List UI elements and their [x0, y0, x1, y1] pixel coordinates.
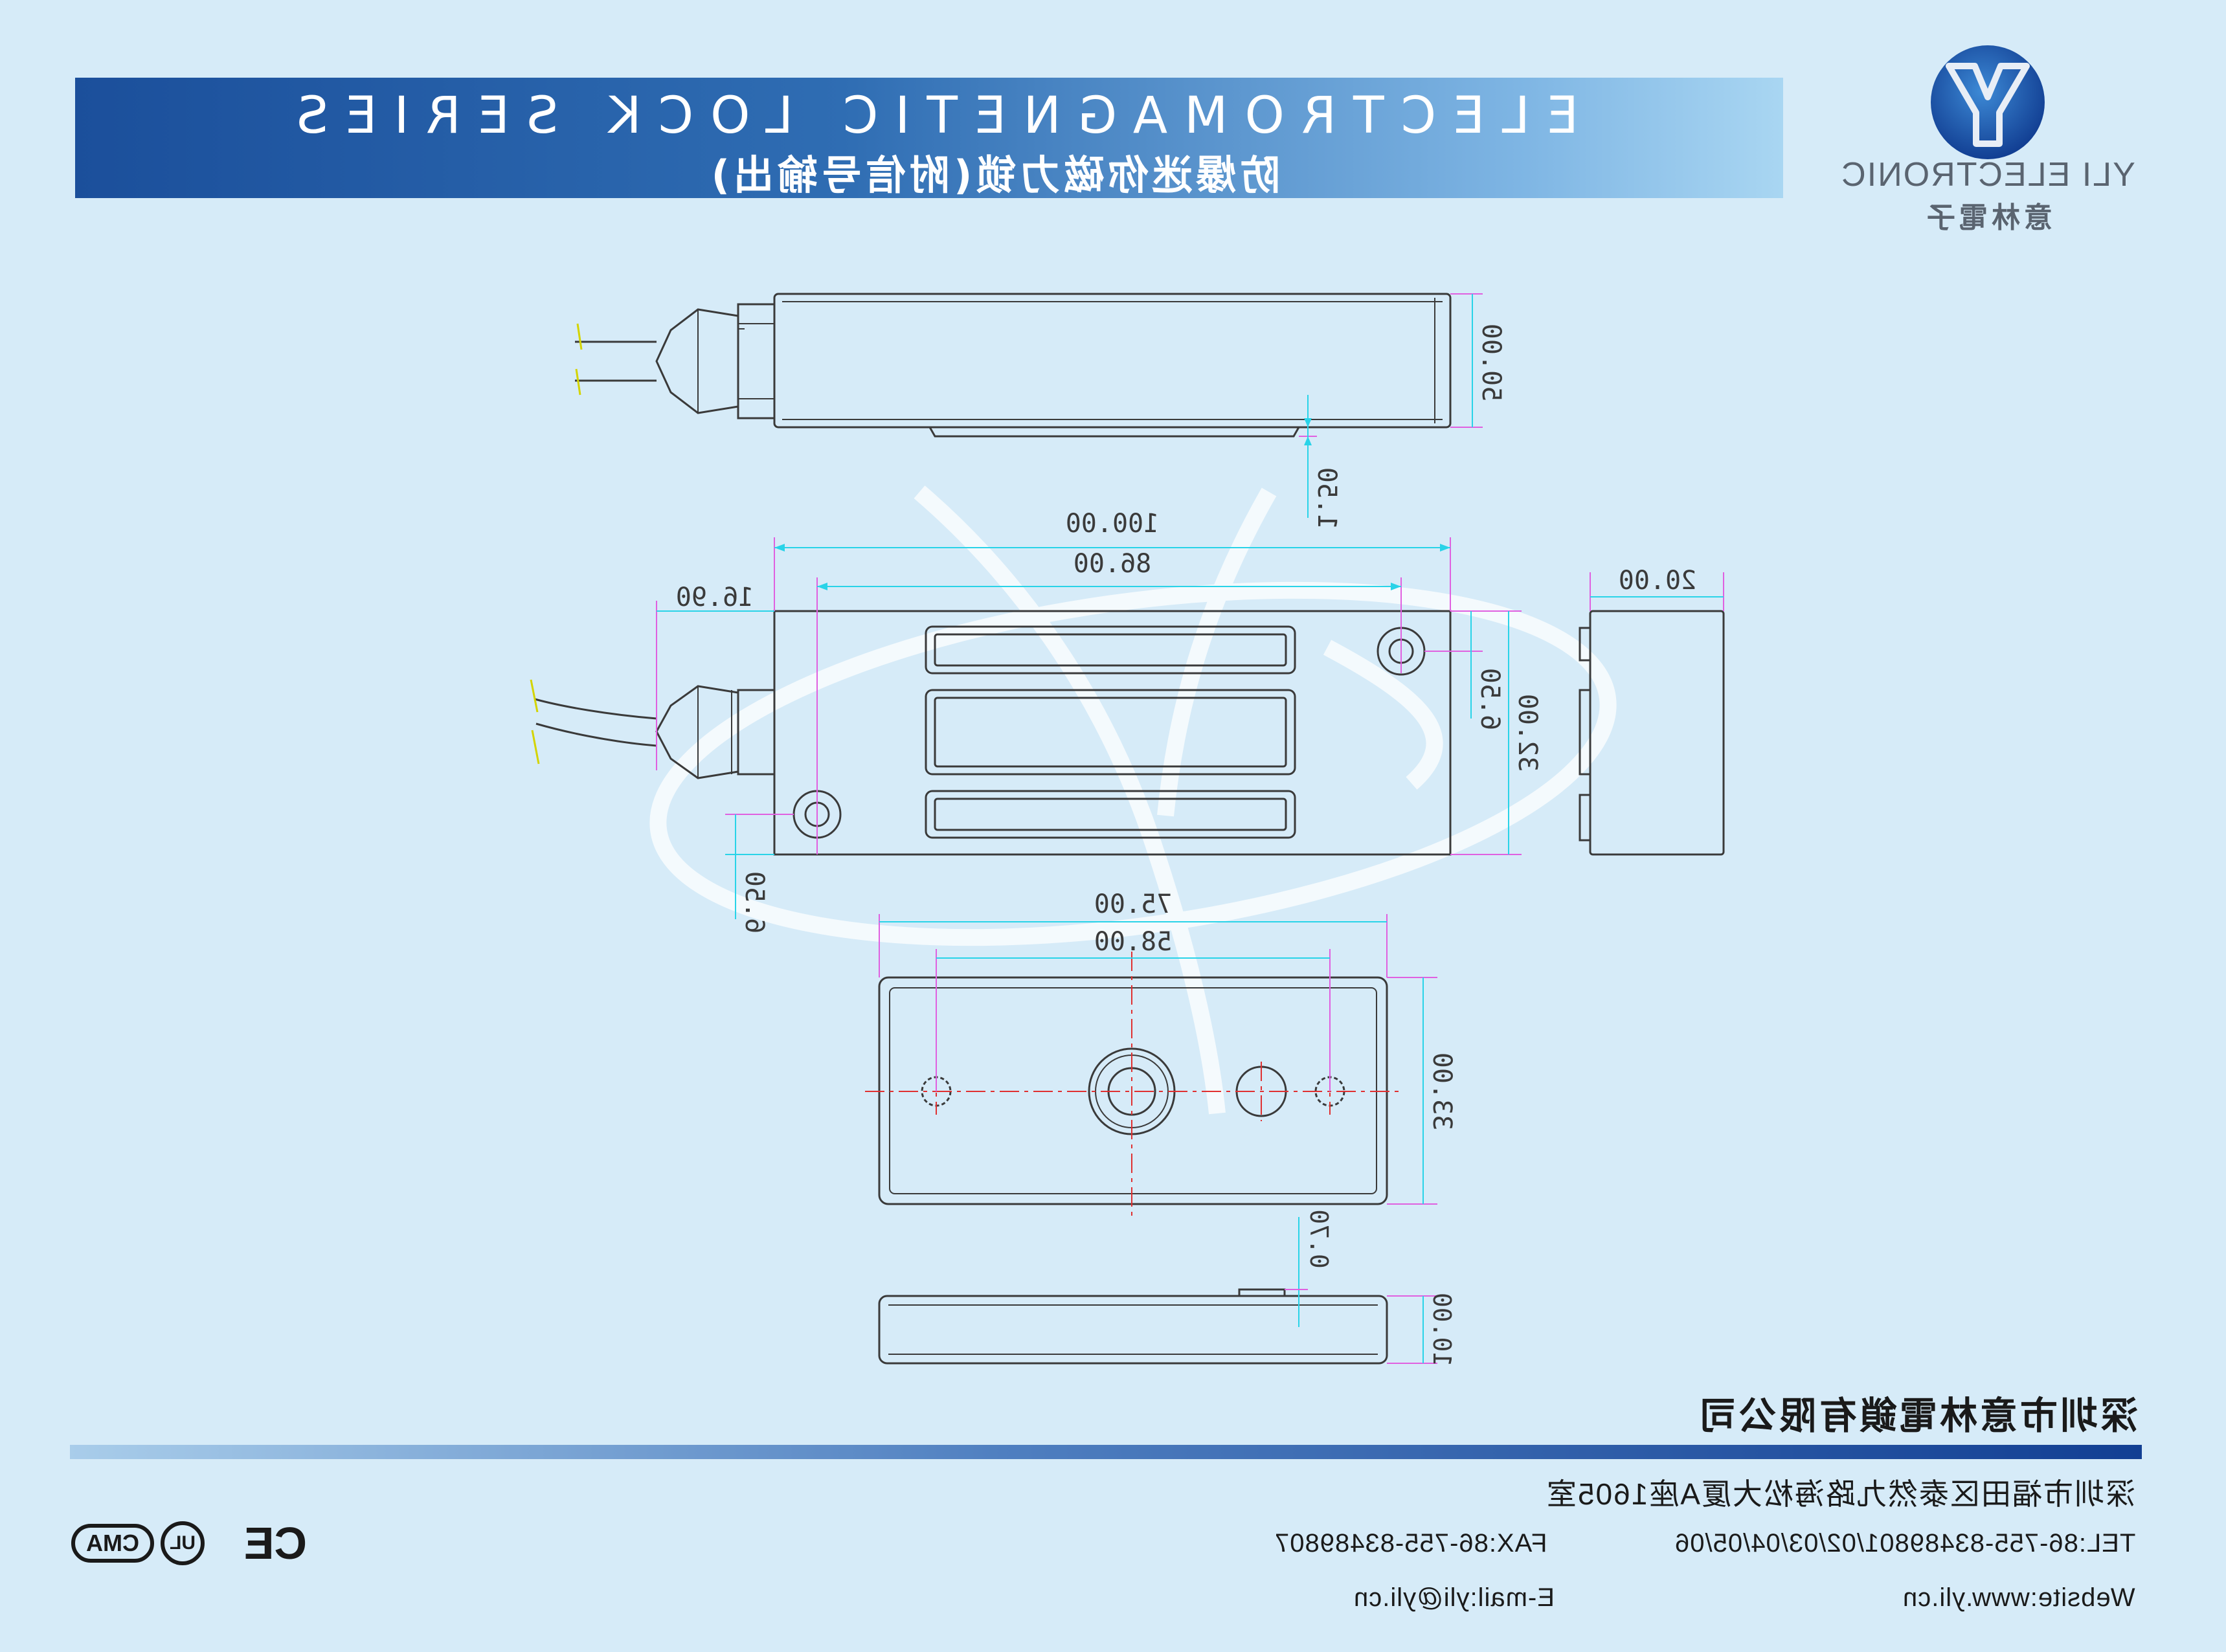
dim-side-height: 50.00 [1476, 324, 1506, 401]
side-view [575, 293, 1452, 438]
plate-centerlines [865, 952, 1401, 1217]
certification-marks: CMA UL CE [67, 1517, 307, 1576]
end-view-dimensions [1590, 572, 1724, 611]
yli-y-logo-icon [1931, 45, 2045, 159]
plate-edge-dimensions [1285, 1217, 1437, 1364]
front-view-dimensions [656, 537, 1522, 919]
dim-plate-boss: 0.70 [1305, 1209, 1333, 1269]
plate-dimensions [879, 914, 1437, 1205]
dim-plate-hole-spacing: 58.00 [1094, 927, 1172, 957]
dim-hole-offset-bottom: 6.50 [739, 871, 769, 933]
dim-side-gap: 1.50 [1312, 467, 1342, 530]
dim-height: 32.00 [1512, 694, 1542, 772]
side-view-dimensions [1299, 293, 1483, 518]
dim-hole-offset-top: 6.50 [1475, 668, 1505, 730]
dim-plate-length: 75.00 [1094, 889, 1172, 919]
dim-plate-thickness: 10.00 [1428, 1293, 1456, 1367]
plate-edge-view [878, 1288, 1388, 1365]
company-name: 深圳市意林電鎖有限公司 [1696, 1394, 2138, 1438]
dim-plate-height: 33.00 [1427, 1053, 1457, 1130]
telephone: TEL:86-755-83489801/02/03/04/05/06 [1674, 1529, 2135, 1557]
fax: FAX:86-755-83489807 [1274, 1529, 1547, 1557]
company-logo: YLI ELECTRONIC 意林電子 [1839, 40, 2137, 234]
dim-inner-length: 86.00 [1074, 549, 1151, 579]
end-view [1579, 610, 1725, 856]
ul-mark-icon: UL [161, 1521, 205, 1565]
email-link[interactable]: E-mail:yli@yli.cn [1353, 1583, 1555, 1612]
website-link[interactable]: Website:www.yli.cn [1902, 1583, 2135, 1612]
cma-mark-icon: CMA [71, 1524, 154, 1563]
footer-divider [70, 1445, 2142, 1459]
dim-gland-length: 16.90 [676, 583, 754, 612]
dim-total-length: 100.00 [1066, 509, 1160, 539]
front-view [530, 610, 1452, 856]
dim-width: 20.00 [1619, 566, 1696, 596]
company-address: 深圳市福田区泰然九路海松大厦A座1605室 [1545, 1477, 2135, 1511]
header-banner: ELECTROMAGNETIC LOCK SERIES 防爆迷你磁力锁(附信号输… [75, 78, 1783, 199]
watermark-logo [649, 486, 1617, 1115]
ce-mark-icon: CE [243, 1518, 307, 1568]
